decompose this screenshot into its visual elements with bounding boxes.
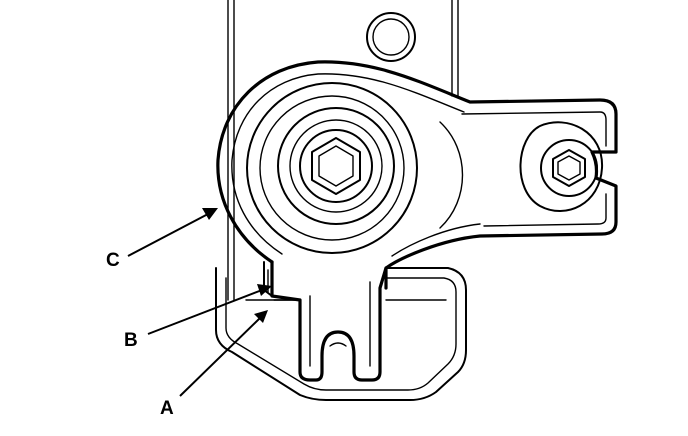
lower-housing xyxy=(215,267,467,401)
callout-label-a: A xyxy=(160,398,174,419)
notch-detail xyxy=(263,261,297,301)
top-hole xyxy=(366,12,416,62)
center-hub xyxy=(246,82,418,254)
callout-c: C xyxy=(106,208,218,271)
frame xyxy=(227,0,459,301)
lower-tongue xyxy=(270,260,388,382)
center-hex-nut xyxy=(311,137,361,195)
callout-b: B xyxy=(124,284,272,351)
callout-a: A xyxy=(160,310,268,419)
callout-label-c: C xyxy=(106,250,120,271)
end-bolt xyxy=(519,121,604,212)
callout-label-b: B xyxy=(124,330,138,351)
adjuster-arm xyxy=(216,60,618,290)
